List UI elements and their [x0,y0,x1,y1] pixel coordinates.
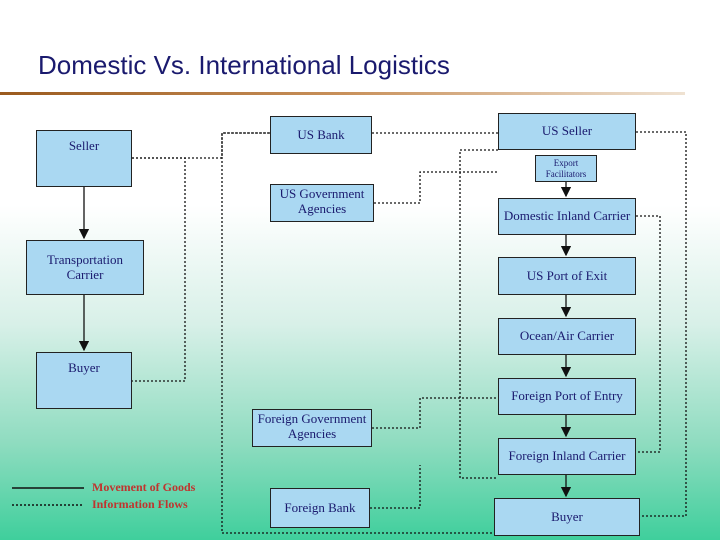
box-transportation-carrier-label: Transportation Carrier [46,251,124,282]
box-foreign-inland-carrier-label: Foreign Inland Carrier [508,448,626,464]
box-buyer-left: Buyer [36,352,132,409]
box-seller: Seller [36,130,132,187]
box-ocean-air-carrier-label: Ocean/Air Carrier [519,328,615,344]
info-flow-foreignbank-link [370,465,421,509]
page-title: Domestic Vs. International Logistics [38,50,450,80]
info-flow-seller-right-loop [132,157,186,382]
info-flow-usseller-right-edge [636,131,687,517]
box-foreign-port-of-entry: Foreign Port of Entry [498,378,636,415]
box-us-bank-label: US Bank [297,126,345,142]
box-us-government-label: US Government Agencies [279,186,365,216]
box-transportation-carrier: Transportation Carrier [26,240,144,295]
info-flow-usgov-to-facilitators [374,171,498,204]
box-export-facilitators-label: Export Facilitators [545,158,587,179]
box-us-bank: US Bank [270,116,372,154]
box-foreign-port-of-entry-label: Foreign Port of Entry [511,388,623,404]
info-flow-outer-left [221,132,620,534]
box-ocean-air-carrier: Ocean/Air Carrier [498,318,636,355]
info-flow-usseller-left-drop [459,149,498,479]
box-us-government: US Government Agencies [270,184,374,222]
legend-info-label: Information Flows [92,497,188,511]
box-foreign-bank-label: Foreign Bank [284,499,356,515]
box-foreign-government-label: Foreign Government Agencies [257,411,367,441]
box-foreign-government: Foreign Government Agencies [252,409,372,447]
box-us-seller-label: US Seller [541,123,593,139]
box-us-seller: US Seller [498,113,636,150]
legend: Movement of Goods Information Flows [92,479,195,513]
title-divider [0,92,685,95]
box-domestic-inland-carrier: Domestic Inland Carrier [498,198,636,235]
box-seller-label: Seller [68,138,100,153]
box-buyer-left-label: Buyer [68,360,100,375]
info-flow-foreigngov-link [372,397,498,429]
box-export-facilitators: Export Facilitators [535,155,597,182]
box-us-port-of-exit-label: US Port of Exit [526,267,608,283]
box-foreign-bank: Foreign Bank [270,488,370,528]
legend-goods-label: Movement of Goods [92,480,196,494]
box-foreign-inland-carrier: Foreign Inland Carrier [498,438,636,475]
box-buyer-right: Buyer [494,498,640,536]
box-domestic-inland-carrier-label: Domestic Inland Carrier [503,208,631,224]
box-buyer-right-label: Buyer [551,508,583,524]
info-flow-seller-usbank-usseller [132,132,270,159]
info-flow-domestic-right [636,215,661,453]
box-us-port-of-exit: US Port of Exit [498,257,636,295]
